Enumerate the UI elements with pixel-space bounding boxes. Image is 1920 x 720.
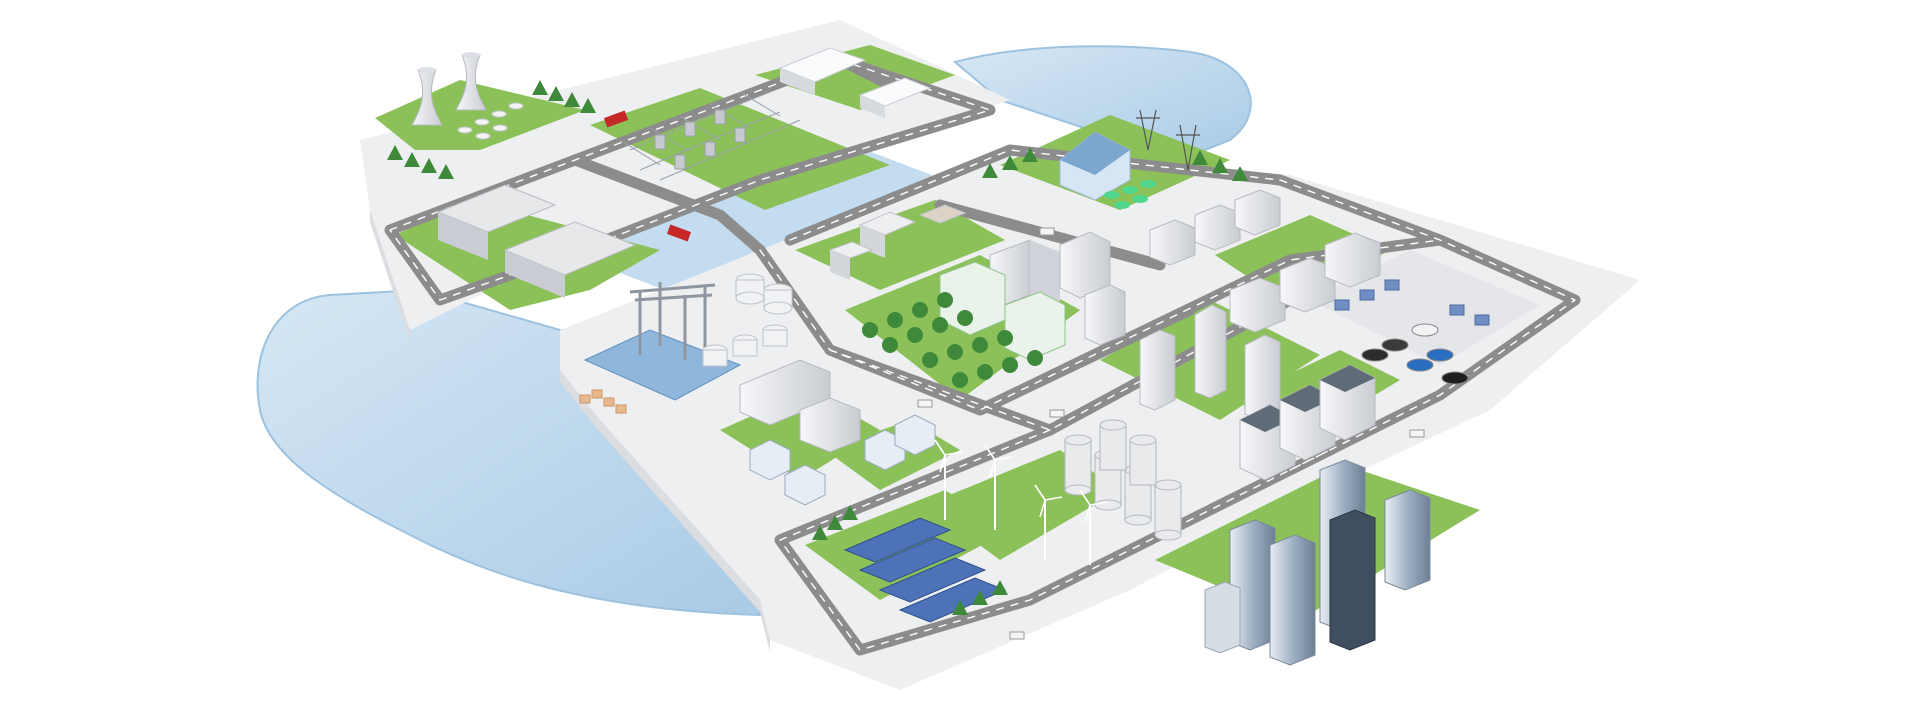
- cbd-skyscrapers: [1204, 459, 1431, 666]
- tree-rows: [387, 80, 1248, 615]
- houses-south: [749, 397, 936, 506]
- vehicles: [603, 110, 1425, 640]
- office-blocks: [1239, 364, 1376, 481]
- parkland: [862, 292, 1043, 388]
- silos: [1064, 419, 1182, 541]
- high-rise-towers: [1139, 304, 1281, 421]
- cooling-towers: [411, 52, 524, 140]
- wind-farm: [934, 439, 1108, 565]
- residential-east: [1149, 189, 1381, 333]
- headquarters: [939, 231, 1126, 361]
- storage-warehouses: [436, 184, 637, 298]
- battery-storage: [1334, 279, 1490, 385]
- office-campus: [778, 47, 932, 118]
- energy-hall: [1059, 109, 1200, 209]
- substation: [619, 91, 801, 181]
- water-channel: [560, 140, 1010, 315]
- houses-north: [828, 204, 967, 280]
- solar-farm: [843, 517, 1007, 623]
- water-top-right: [952, 45, 1252, 162]
- port-facility: [579, 282, 742, 414]
